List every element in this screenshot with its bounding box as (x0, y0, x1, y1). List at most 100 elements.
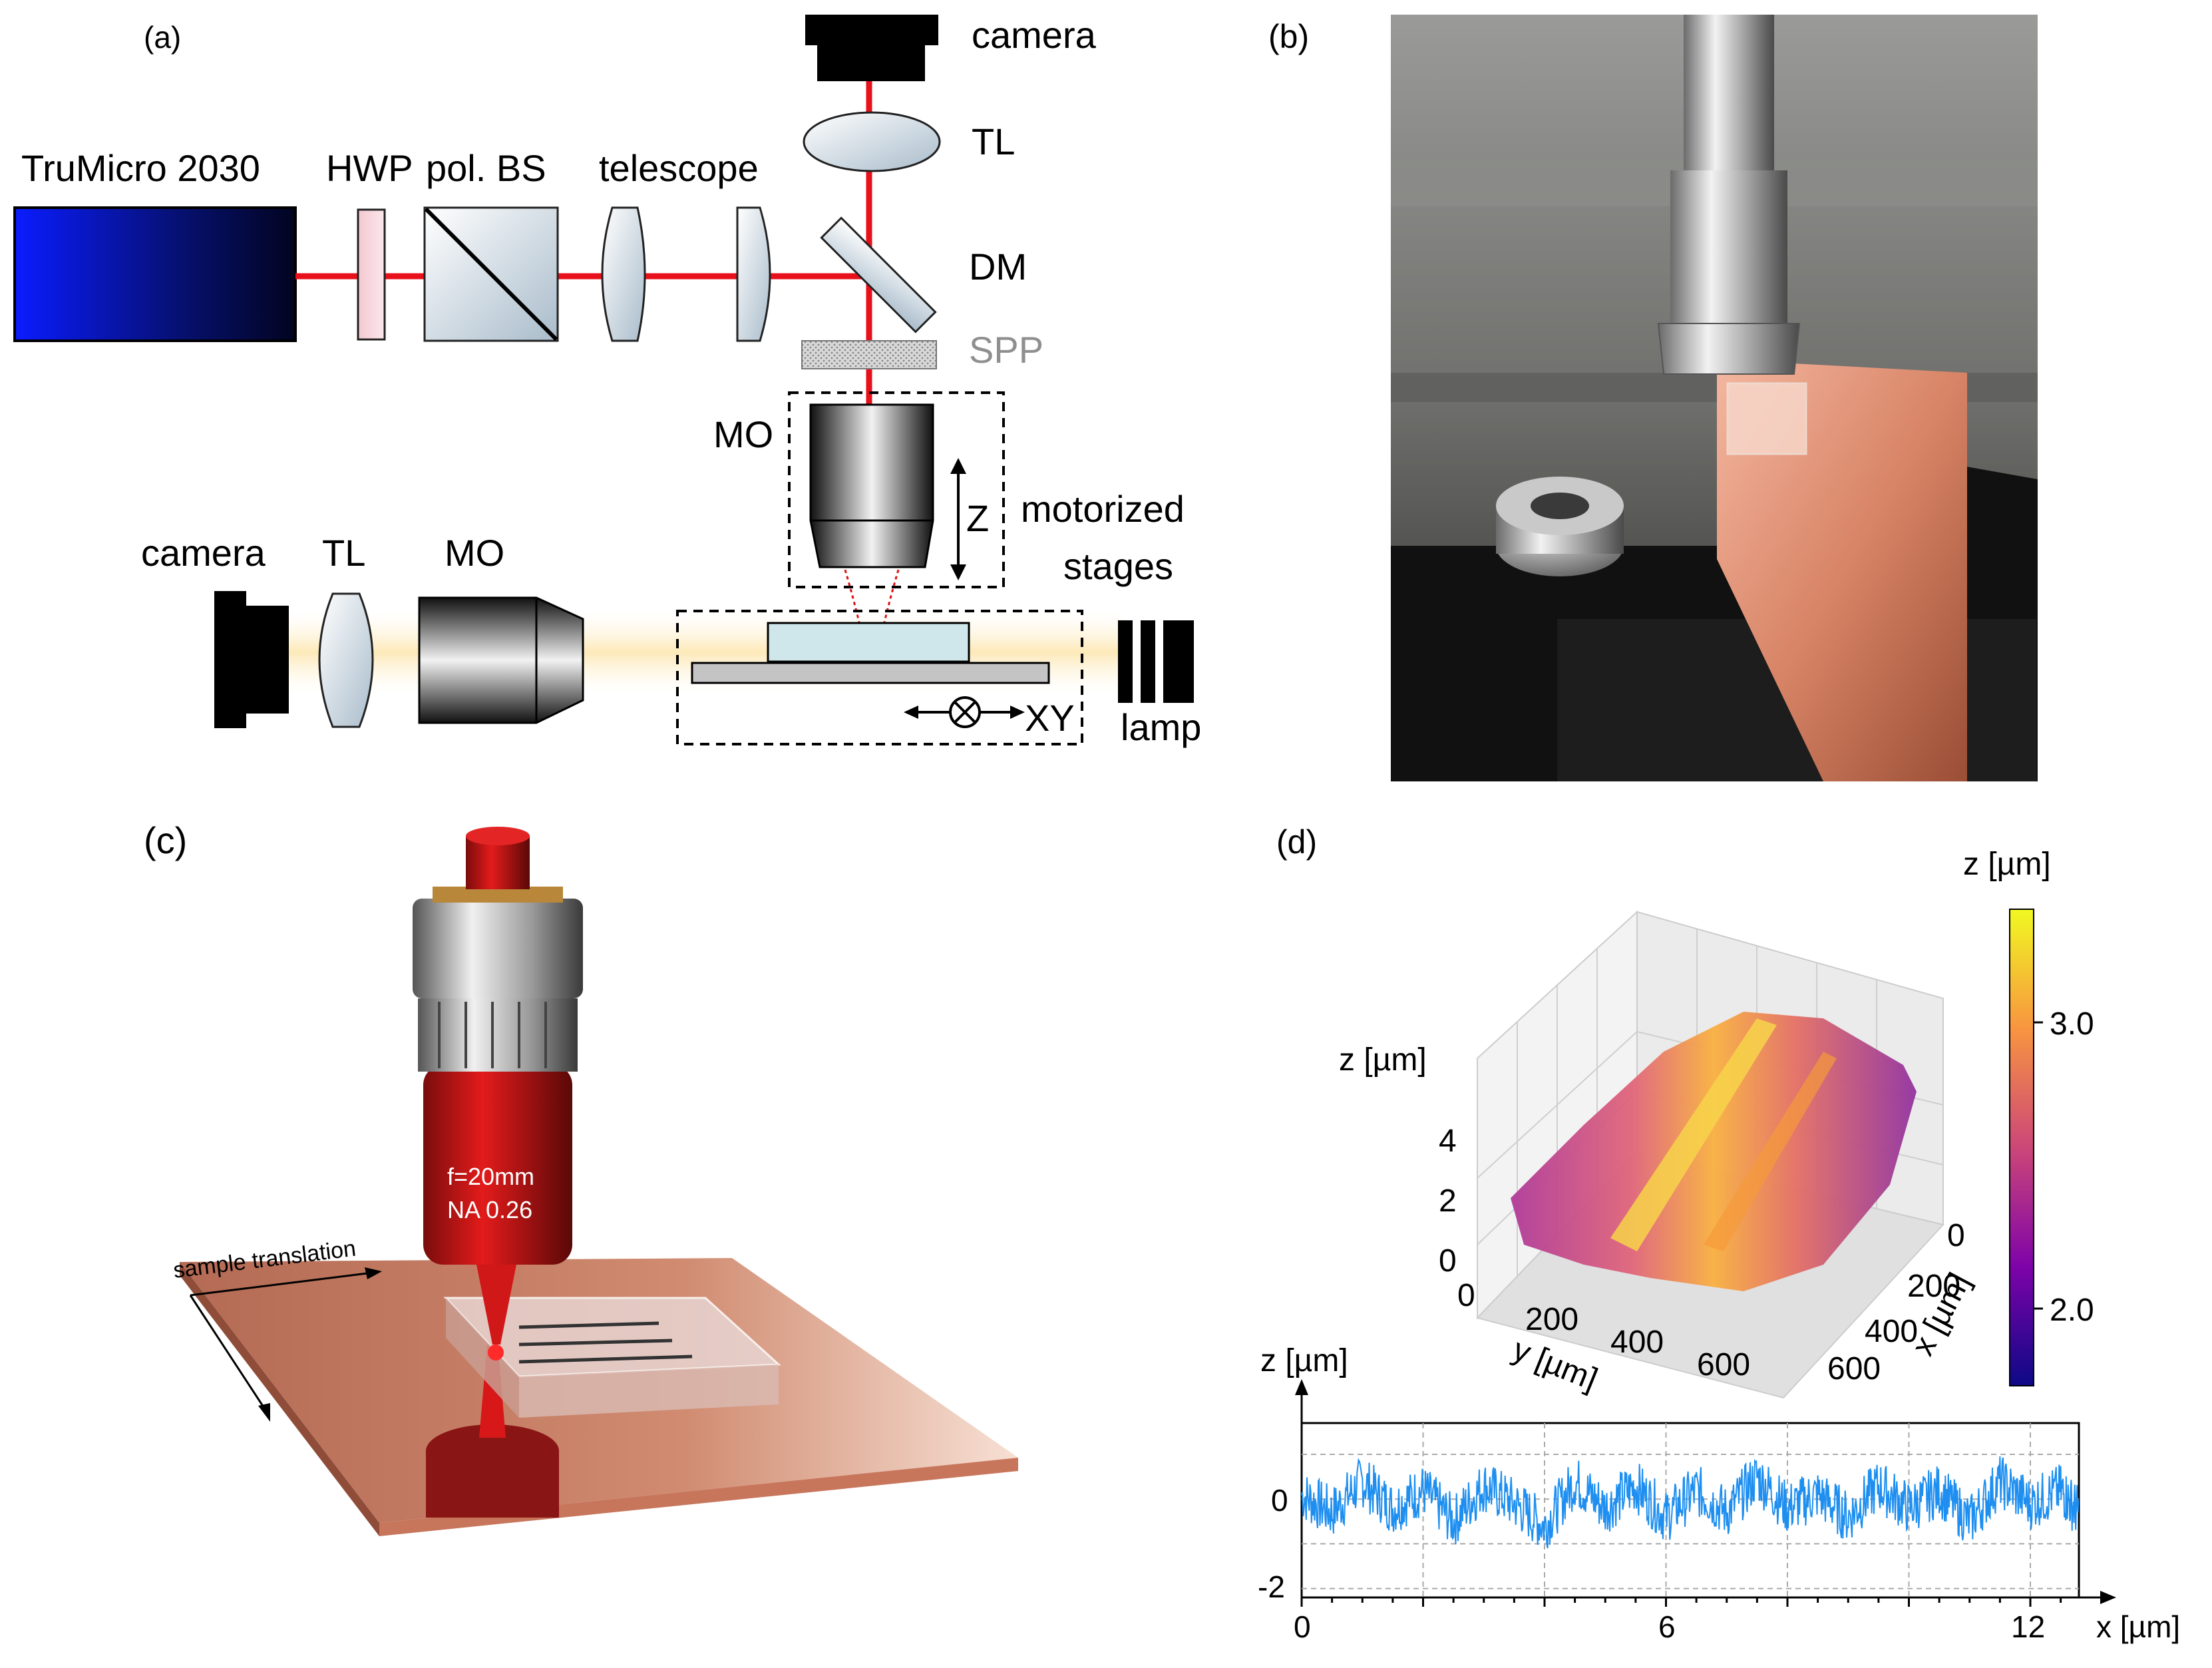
written-line-3 (518, 1355, 693, 1364)
top-tl-label: TL (972, 120, 1015, 162)
profile-series-line (1301, 1456, 2080, 1549)
objective-silver-body (413, 899, 583, 998)
surface-z-tick-2: 4 (1439, 1124, 1457, 1159)
translation-arrow-y-head (258, 1403, 270, 1422)
surface-x-tick-3: 600 (1827, 1351, 1881, 1386)
photo-objective-body (1670, 170, 1787, 323)
surface-z-label: z [µm] (1339, 1042, 1427, 1078)
lamp-bar-3 (1163, 620, 1194, 703)
dichroic-mirror (820, 216, 937, 333)
z-arrow-head-top (950, 458, 966, 474)
surface-y-tick-0: 0 (1457, 1278, 1475, 1313)
hwp-label: HWP (326, 147, 413, 189)
focal-length-text: f=20mm (447, 1163, 534, 1190)
panel-d-topography: (d) z [µm] 0 2 4 0 200 400 600 y [µm] 0 … (1258, 823, 2180, 1644)
surface-ridge (1610, 1018, 1777, 1251)
objective-knurl-ring (418, 998, 578, 1072)
top-microscope-objective (809, 403, 934, 568)
knurl-lines (438, 1002, 547, 1068)
side-tl-label: TL (322, 532, 365, 574)
translation-arrow-x (190, 1271, 373, 1297)
colorbar (2009, 909, 2034, 1386)
half-wave-plate (357, 208, 386, 341)
spp-label: SPP (969, 329, 1043, 371)
surface-y-tick-1: 200 (1525, 1302, 1578, 1337)
stages-label-1: motorized (1021, 488, 1185, 530)
sample-block (767, 622, 970, 663)
pbs-diagonal (424, 207, 558, 341)
profile-y-tick-0: 0 (1271, 1483, 1288, 1518)
side-mo-label: MO (445, 532, 504, 574)
surface-z-tick-0: 0 (1439, 1243, 1457, 1279)
z-label: Z (966, 497, 989, 539)
pbs-label: pol. BS (426, 147, 546, 189)
sample-holder-plate (691, 662, 1050, 684)
colorbar-tick-label-2: 2.0 (2050, 1293, 2094, 1328)
colorbar-label: z [µm] (1963, 847, 2051, 882)
glass-sample-front (519, 1364, 779, 1418)
photo-bolt-hole (1531, 493, 1589, 519)
beam-reflection-body (426, 1451, 559, 1518)
top-camera-label: camera (972, 14, 1097, 56)
profile-ticks (1300, 1597, 2062, 1607)
panel-a-label: (a) (144, 20, 181, 55)
focus-spot (488, 1345, 504, 1360)
profile-y-tick-neg2: -2 (1258, 1569, 1285, 1604)
top-mo-label: MO (713, 413, 773, 455)
photo-glass-sample (1726, 382, 1807, 455)
profile-x-tick-0: 0 (1294, 1609, 1311, 1644)
glass-sample-side (446, 1298, 519, 1418)
top-tube-lens (803, 111, 941, 172)
xy-arrow-head-left (904, 706, 918, 719)
dm-label: DM (969, 246, 1027, 288)
photo-objective-knurl (1657, 323, 1801, 375)
objective-cone (476, 1265, 516, 1345)
surface-z-tick-1: 2 (1439, 1183, 1457, 1219)
z-arrow-head-bottom (950, 564, 966, 580)
fiber-adapter-top (466, 827, 530, 845)
colorbar-tick-label-3: 3.0 (2050, 1006, 2094, 1042)
surface-x-tick-2: 400 (1865, 1314, 1918, 1349)
na-text: NA 0.26 (447, 1196, 532, 1223)
surface-y-tick-3: 600 (1697, 1347, 1750, 1382)
photo-objective-rod (1684, 15, 1774, 170)
photo-copper-sheet (1717, 359, 1967, 781)
telescope-lens-2 (736, 206, 771, 342)
panel-c-label: (c) (144, 819, 187, 861)
spiral-phase-plate (801, 340, 937, 369)
panel-c-rendering: (c) f=20mm NA 0.26 sample translation (144, 819, 1018, 1536)
profile-y-label: z [µm] (1260, 1343, 1348, 1378)
panel-a-setup-diagram: (a) TruMicro 2030 HWP pol. BS telescope … (13, 14, 1201, 748)
laser-source (13, 206, 297, 342)
panel-d-label: (d) (1276, 823, 1317, 861)
lamp-label: lamp (1121, 706, 1201, 748)
surface-ridge-2 (1704, 1052, 1837, 1251)
stages-label-2: stages (1063, 545, 1173, 587)
copper-plate-left-edge (180, 1262, 379, 1536)
side-tube-lens (318, 592, 374, 728)
lamp-bar-1 (1118, 620, 1133, 703)
telescope-lens-1 (601, 206, 646, 342)
side-camera-label: camera (141, 532, 266, 574)
xy-cross (954, 701, 976, 724)
written-line-1 (518, 1321, 659, 1329)
xy-stage-box (676, 610, 1083, 745)
top-camera-icon (805, 15, 938, 81)
side-camera-icon (214, 591, 289, 728)
laser-label: TruMicro 2030 (21, 147, 260, 189)
translation-arrow-x-head (365, 1267, 382, 1279)
panel-b-photo: (b) (1268, 15, 2038, 781)
side-microscope-objective (418, 596, 584, 724)
translation-arrow-y (189, 1295, 268, 1412)
profile-x-label: x [µm] (2096, 1609, 2180, 1644)
xy-label: XY (1025, 697, 1075, 739)
written-line-2 (518, 1339, 673, 1347)
profile-x-tick-6: 6 (1658, 1609, 1676, 1644)
xy-arrow-head-right (1010, 706, 1025, 719)
focused-beam (844, 569, 900, 660)
objective-red-body (423, 1065, 572, 1265)
surface-x-tick-1: 200 (1907, 1269, 1960, 1304)
panel-b-label: (b) (1268, 18, 1309, 55)
profile-x-tick-12: 12 (2011, 1609, 2045, 1644)
lamp-bar-2 (1141, 620, 1155, 703)
